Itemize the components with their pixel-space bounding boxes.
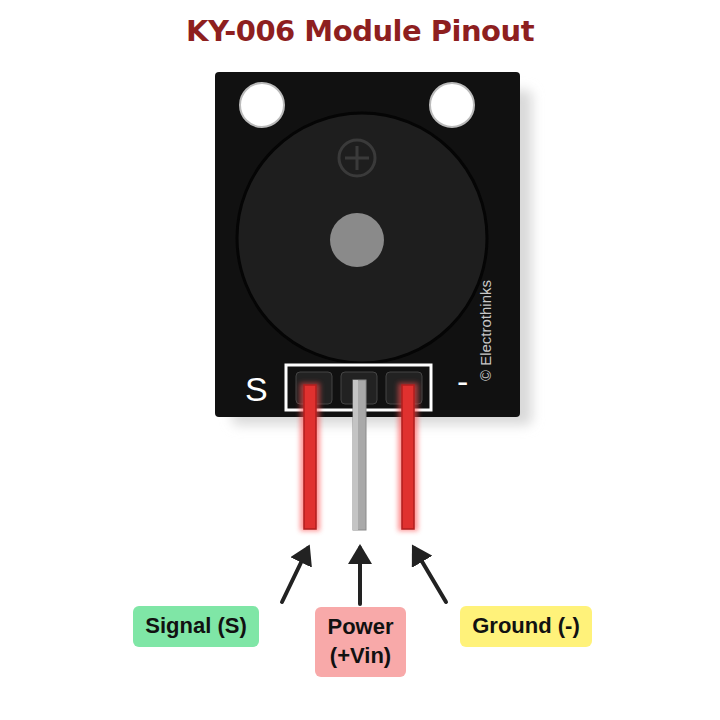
pin-glow bbox=[300, 383, 320, 531]
mounting-hole bbox=[430, 83, 474, 127]
pin-callout-box: Power (+Vin) bbox=[315, 607, 406, 677]
diagram-title: KY-006 Module Pinout bbox=[0, 14, 720, 48]
callout-text: Ground (-) bbox=[472, 612, 580, 641]
pin-marking: - bbox=[457, 362, 468, 401]
callout-text: Signal (S) bbox=[145, 612, 246, 641]
leader-arrow bbox=[414, 548, 446, 602]
mounting-hole bbox=[240, 83, 284, 127]
leader-arrow bbox=[358, 548, 362, 604]
watermark: © Electrothinks bbox=[477, 280, 494, 381]
pin-marking: S bbox=[245, 370, 268, 409]
leader-arrow bbox=[282, 548, 308, 602]
power-pin bbox=[353, 380, 366, 530]
buzzer-hole bbox=[330, 213, 384, 267]
buzzer-body bbox=[237, 113, 487, 363]
signal-pin bbox=[304, 385, 316, 529]
pcb-board bbox=[215, 72, 520, 417]
pin-callout-box: Signal (S) bbox=[133, 606, 259, 647]
callout-text: Power (+Vin) bbox=[327, 613, 393, 670]
polarity-symbol bbox=[339, 140, 375, 176]
pin-glow bbox=[398, 383, 418, 531]
ground-pin bbox=[402, 385, 414, 529]
power-pin-shine bbox=[353, 380, 358, 530]
pin-callout-box: Ground (-) bbox=[460, 606, 592, 647]
